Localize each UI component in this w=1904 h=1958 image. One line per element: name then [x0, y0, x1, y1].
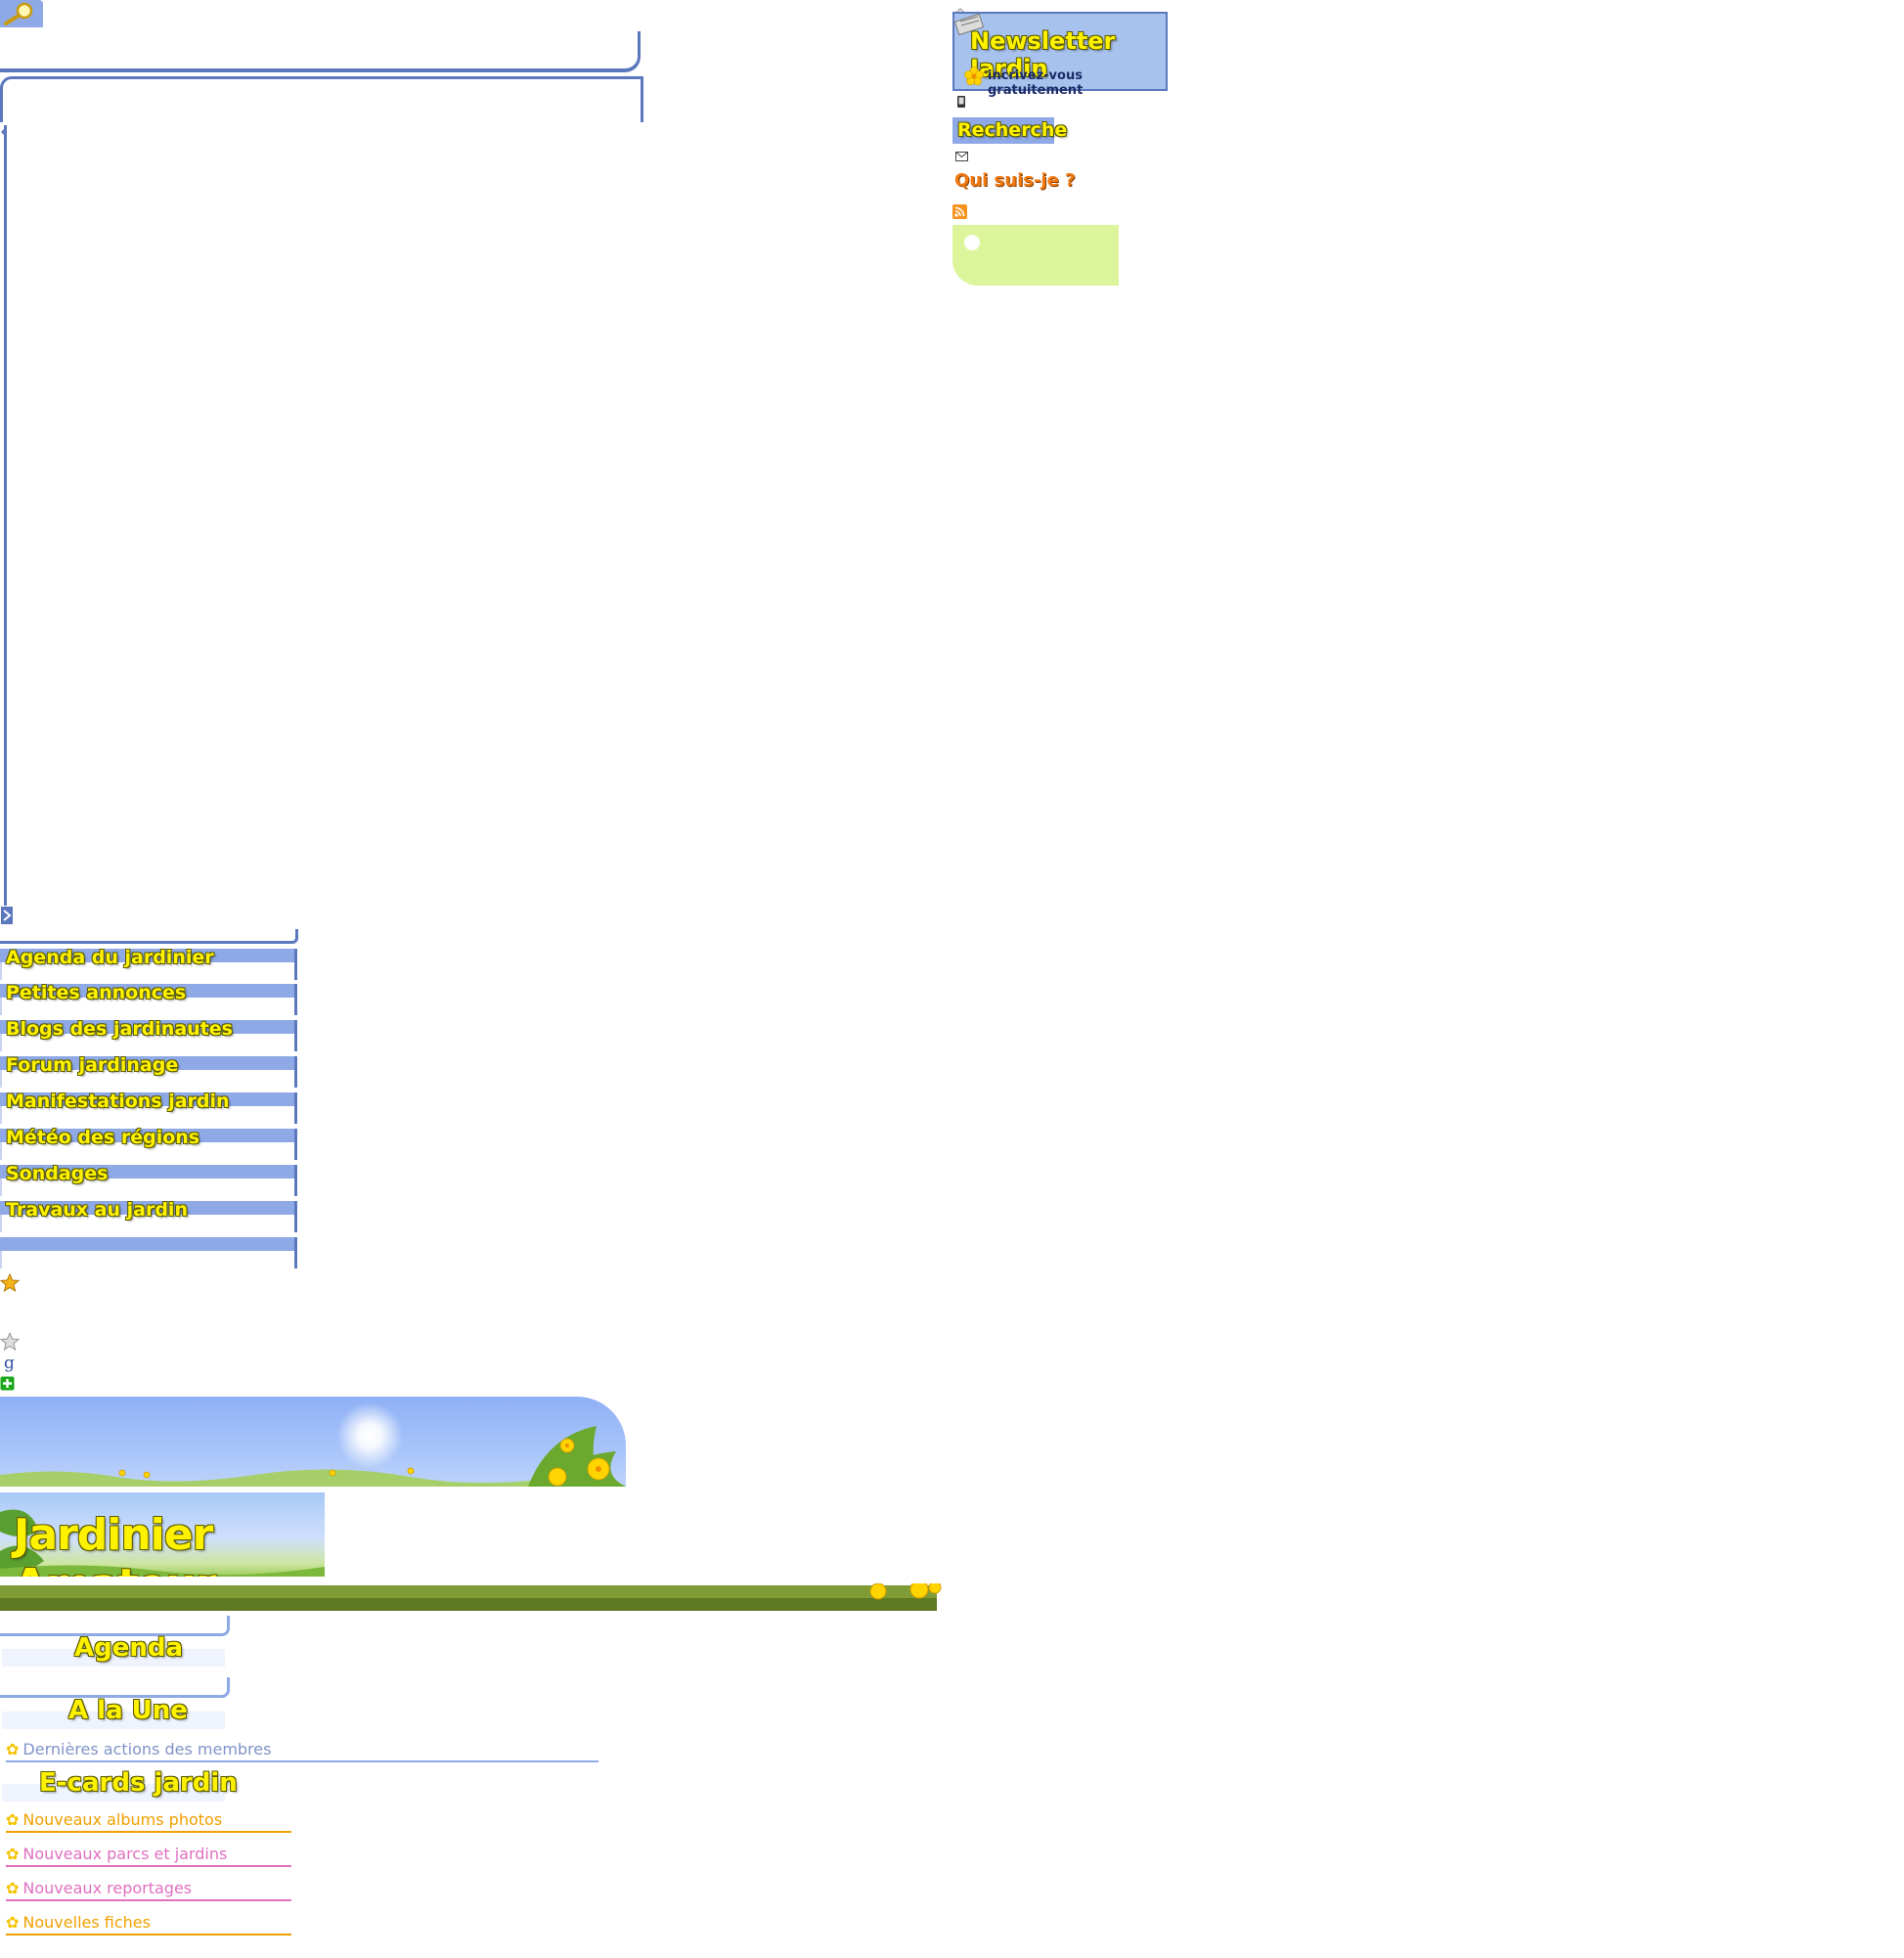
expand-icon[interactable]: [0, 906, 14, 925]
menu-item-empty: [0, 1237, 297, 1268]
link-nouveaux-reportages[interactable]: ✿Nouveaux reportages: [6, 1879, 192, 1897]
menu-item-label: Météo des régions: [6, 1127, 200, 1148]
underline: [6, 1934, 291, 1936]
flowers-icon: [869, 1583, 942, 1600]
add-icon[interactable]: [0, 1376, 15, 1391]
search-button[interactable]: [0, 0, 43, 27]
recherche-label: Recherche: [957, 119, 1068, 141]
menu-item-label: Forum jardinage: [6, 1054, 179, 1076]
section-title-une[interactable]: A la Une: [68, 1696, 188, 1725]
sky-banner: [0, 1397, 626, 1487]
newspaper-icon: [954, 14, 985, 35]
newsletter-title: Newsletter Jardin: [970, 27, 1116, 82]
green-widget: [952, 225, 1119, 286]
menu-item-label: Petites annonces: [6, 982, 187, 1003]
newsletter-banner[interactable]: Newsletter Jardin incrivez-vous gratuite…: [952, 12, 1168, 98]
top-frame: [0, 31, 641, 72]
ecards-tab-body: [2, 1784, 225, 1802]
underline: [6, 1760, 598, 1762]
une-tab-body: [2, 1712, 225, 1729]
flower-icon: ✿: [6, 1845, 20, 1863]
link-nouveaux-albums[interactable]: ✿Nouveaux albums photos: [6, 1810, 222, 1829]
flower-icon: ✿: [6, 1810, 20, 1829]
section-title-agenda[interactable]: Agenda: [74, 1633, 184, 1663]
link-text: Nouvelles fiches: [22, 1913, 151, 1932]
link-text: Dernières actions des membres: [22, 1740, 272, 1758]
white-dot-icon: [964, 235, 980, 250]
menu-item-label: Manifestations jardin: [6, 1090, 230, 1112]
link-nouveaux-parcs[interactable]: ✿Nouveaux parcs et jardins: [6, 1845, 227, 1863]
magnifier-icon: [4, 2, 33, 25]
menu-item-label: Travaux au jardin: [6, 1199, 188, 1221]
underline: [6, 1865, 291, 1867]
agenda-tab-body: [2, 1649, 225, 1667]
main-frame: [0, 76, 643, 122]
grass-bar: [0, 1583, 942, 1611]
leaves-illustration: [0, 1509, 325, 1577]
flower-icon: ✿: [6, 1913, 20, 1932]
agenda-tab-top: [0, 1616, 230, 1636]
star-gold-icon[interactable]: [0, 1273, 20, 1292]
flower-icon: [964, 67, 984, 86]
menu-item-label: Agenda du jardinier: [6, 947, 214, 968]
content-left-border: [4, 125, 7, 906]
left-arrow-icon: [1, 126, 7, 138]
mobile-icon[interactable]: [956, 95, 966, 109]
menu-item-label: Sondages: [6, 1163, 109, 1184]
link-text: Nouveaux albums photos: [22, 1810, 223, 1829]
star-grey-icon[interactable]: [0, 1332, 20, 1351]
sun-grass-illustration: [0, 1402, 626, 1487]
menu-item-blogs[interactable]: Blogs des jardinautes: [0, 1018, 297, 1051]
link-nouvelles-fiches[interactable]: ✿Nouvelles fiches: [6, 1913, 151, 1932]
mail-icon[interactable]: [955, 152, 968, 161]
link-dernieres-actions[interactable]: ✿Dernières actions des membres: [6, 1740, 271, 1758]
site-logo[interactable]: Jardinier Amateur: [0, 1492, 325, 1577]
menu-item-meteo[interactable]: Météo des régions: [0, 1127, 297, 1160]
rss-icon[interactable]: [952, 204, 967, 219]
qui-suis-je-link[interactable]: Qui suis-je ?: [954, 170, 1076, 191]
google-link[interactable]: g: [4, 1354, 15, 1373]
newsletter-subtitle: incrivez-vous gratuitement: [988, 68, 1084, 98]
logo-text: Jardinier Amateur: [14, 1510, 217, 1577]
flower-icon: ✿: [6, 1879, 20, 1897]
recherche-button[interactable]: Recherche: [952, 117, 1067, 144]
flower-icon: ✿: [6, 1740, 20, 1758]
une-tab-top: [0, 1677, 230, 1698]
menu-item-sondages[interactable]: Sondages: [0, 1163, 297, 1196]
section-title-ecards[interactable]: E-cards jardin: [39, 1768, 238, 1798]
menu-item-travaux[interactable]: Travaux au jardin: [0, 1199, 297, 1232]
menu-item-forum[interactable]: Forum jardinage: [0, 1054, 297, 1088]
menu-item-agenda-jardinier[interactable]: Agenda du jardinier: [0, 947, 297, 980]
menu-item-manifestations[interactable]: Manifestations jardin: [0, 1090, 297, 1124]
link-text: Nouveaux parcs et jardins: [22, 1845, 228, 1863]
underline: [6, 1831, 291, 1833]
underline: [6, 1899, 291, 1901]
menu-item-petites-annonces[interactable]: Petites annonces: [0, 982, 297, 1015]
menu-top-frame: [0, 929, 298, 944]
link-text: Nouveaux reportages: [22, 1879, 193, 1897]
menu-item-label: Blogs des jardinautes: [6, 1018, 233, 1040]
